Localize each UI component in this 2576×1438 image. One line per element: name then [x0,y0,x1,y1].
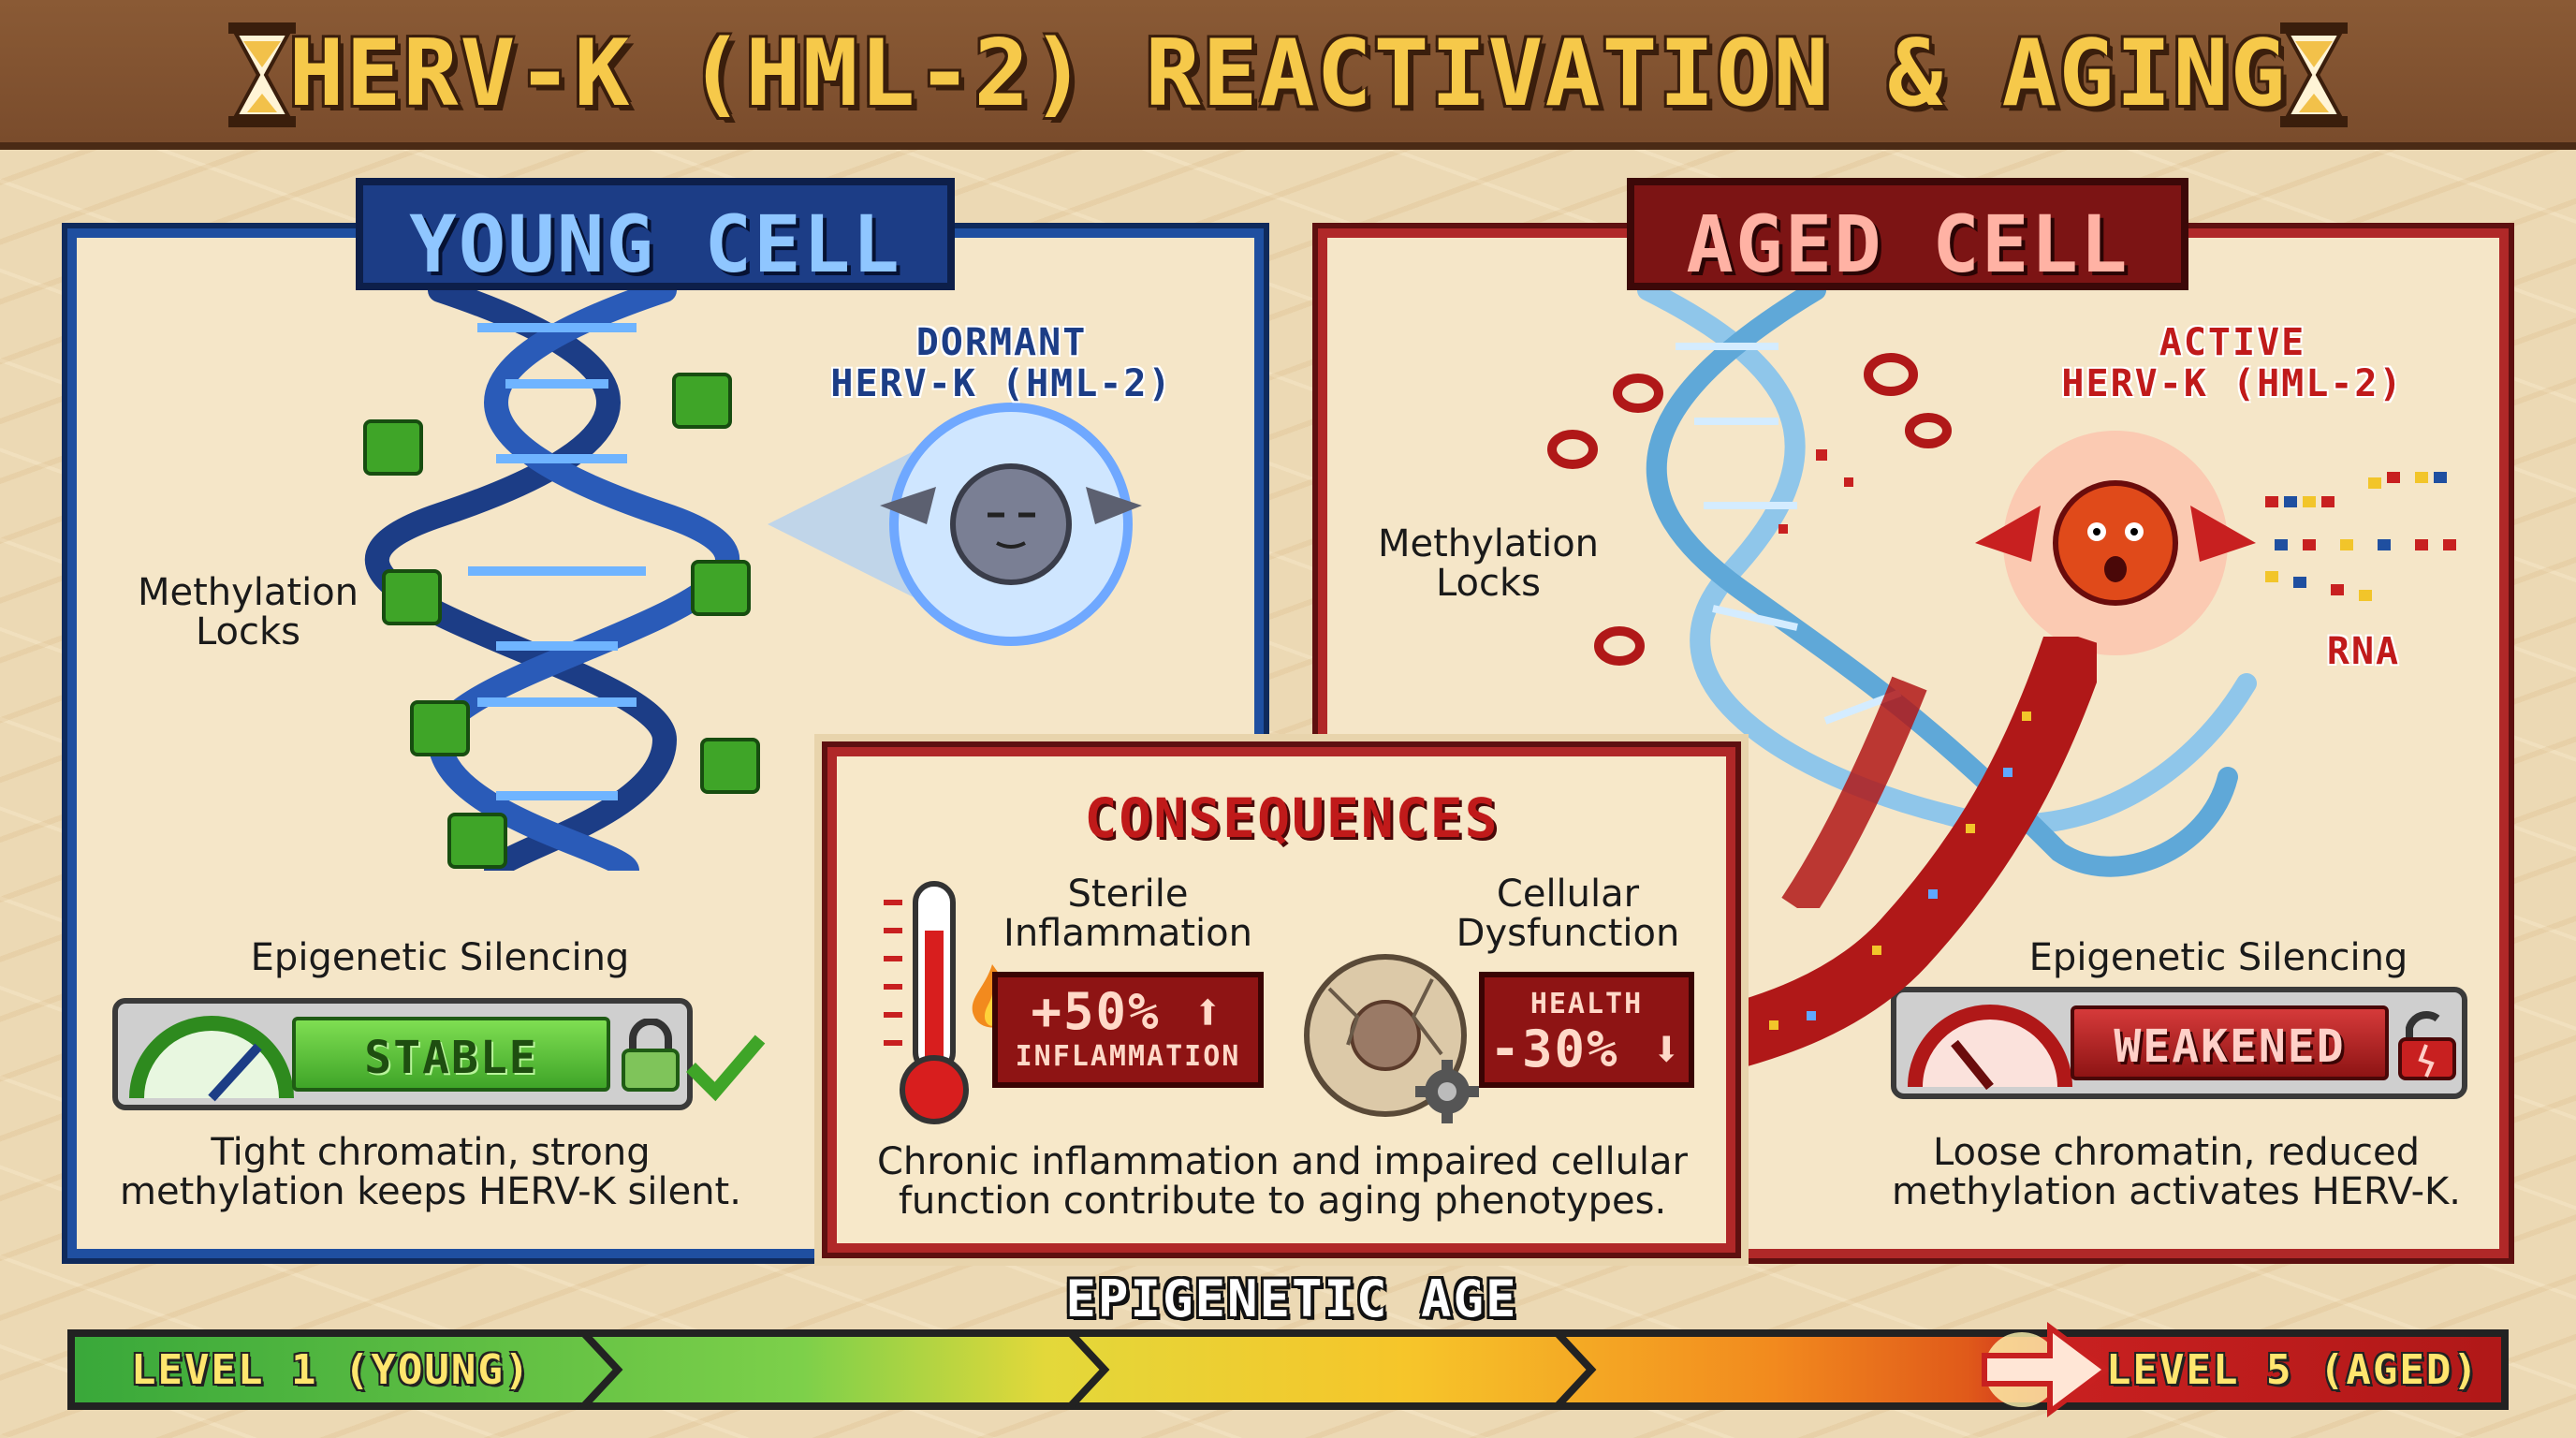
cellular-dysfunction-label: Cellular Dysfunction [1456,873,1680,955]
silencing-gauge-young: STABLE [112,998,693,1110]
speedometer-icon [129,1016,294,1102]
stable-status-bar: STABLE [292,1017,610,1092]
rna-fragments-icon [2265,472,2456,601]
health-label: HEALTH [1530,988,1644,1020]
inflammation-unit: INFLAMMATION [1015,1040,1241,1073]
damaged-cell-icon [1304,954,1479,1123]
page-title: HERV-K (HML-2) REACTIVATION & AGING [288,21,2288,127]
epigenetic-age-bar: LEVEL 1 (YOUNG) LEVEL 5 (AGED) [67,1322,2509,1417]
active-virus-caption: ACTIVE HERV-K (HML-2) [2061,321,2404,405]
aged-cell-description: Loose chromatin, reduced methylation act… [1892,1131,2461,1213]
epigenetic-silencing-label-aged: Epigenetic Silencing [2028,936,2408,979]
broken-lock-fragments-icon [1547,353,1952,666]
arrow-right-icon [1982,1322,2111,1417]
dormant-virus-caption: DORMANT HERV-K (HML-2) [830,321,1173,405]
health-badge: HEALTH -30% ⬇ [1479,972,1694,1088]
epigenetic-silencing-label-young: Epigenetic Silencing [250,936,630,979]
active-virus-icon [1975,431,2256,655]
lock-closed-icon [622,1019,680,1092]
lock-broken-icon [2398,1011,2456,1080]
age-level-start: LEVEL 1 (YOUNG) [131,1346,532,1394]
sterile-inflammation-label: Sterile Inflammation [1003,873,1252,955]
inflammation-badge: +50% ⬆ INFLAMMATION [992,972,1264,1088]
weakened-status-bar: WEAKENED [2071,1005,2389,1080]
rna-label: RNA [2326,630,2401,673]
hourglass-icon [2280,22,2348,127]
dormant-virus-icon [768,403,1142,646]
young-cell-title: YOUNG CELL [356,178,955,290]
chevron-right-icon [578,1329,623,1410]
header-bar: HERV-K (HML-2) REACTIVATION & AGING [0,0,2576,150]
inflammation-value: +50% ⬆ [1031,982,1225,1041]
health-value: -30% ⬇ [1489,1020,1684,1078]
consequences-description: Chronic inflammation and impaired cellul… [876,1140,1689,1223]
speedometer-icon [1908,1005,2072,1091]
epigenetic-age-title: EPIGENETIC AGE [1065,1269,1518,1328]
aged-cell-title: AGED CELL [1627,178,2188,290]
age-level-end: LEVEL 5 (AGED) [2106,1346,2480,1394]
thermometer-icon [884,881,969,1124]
chevron-right-icon [1064,1329,1110,1410]
damage-stream [1685,637,2097,1081]
consequences-title: CONSEQUENCES [1084,786,1500,850]
methylation-locks-label-aged: Methylation Locks [1377,522,1600,605]
silencing-gauge-aged: WEAKENED [1891,987,2467,1099]
chevron-right-icon [1551,1329,1597,1410]
young-cell-description: Tight chromatin, strong methylation keep… [120,1131,741,1213]
hourglass-icon [228,22,296,127]
checkmark-icon [686,1034,766,1102]
dna-helix-tight-icon [363,290,760,871]
